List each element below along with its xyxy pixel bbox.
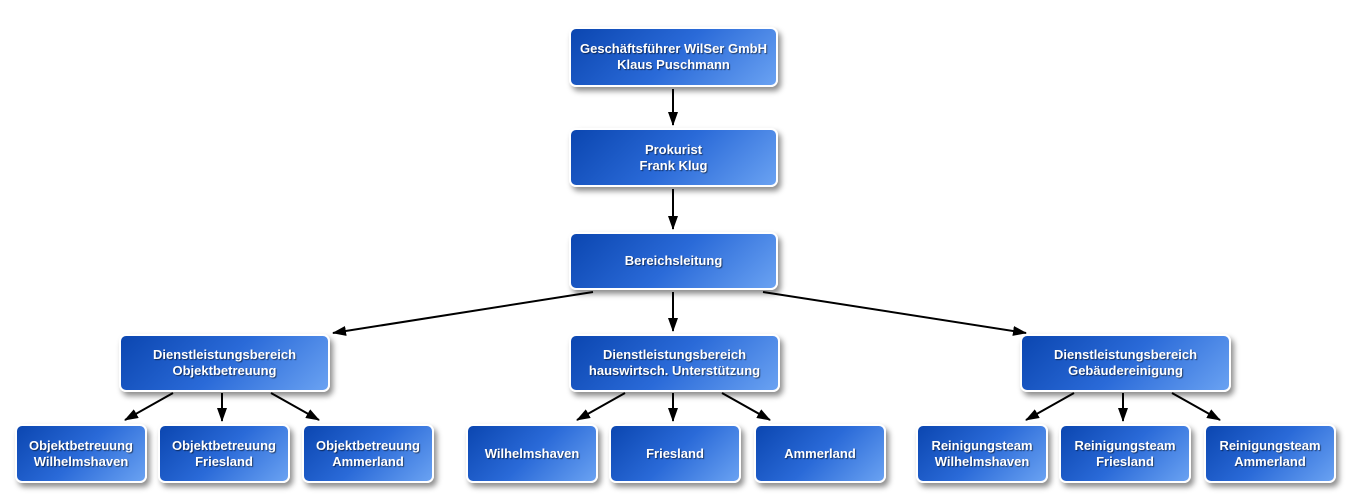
node-prokurist-title: Prokurist — [644, 141, 703, 157]
connector-gebaeude-wilhelmshaven — [1025, 392, 1075, 421]
node-rt-wilhelmshaven-line1: Reinigungsteam — [931, 437, 1033, 453]
connector-gebaeude-ammerland — [1171, 392, 1221, 421]
node-bereichsleitung[interactable]: Bereichsleitung — [569, 232, 778, 290]
node-dl-gebaeudereinigung[interactable]: Dienstleistungsbereich Gebäudereinigung — [1020, 334, 1231, 392]
connector-objekt-wilhelmshaven — [124, 392, 174, 421]
node-dl-hauswirtschaft-line2: hauswirtsch. Unterstützung — [588, 363, 761, 378]
node-ceo[interactable]: Geschäftsführer WilSer GmbH Klaus Puschm… — [569, 27, 778, 87]
node-hw-friesland-line1: Friesland — [646, 445, 704, 461]
node-rt-wilhelmshaven-line2: Wilhelmshaven — [934, 453, 1030, 469]
node-rt-friesland[interactable]: Reinigungsteam Friesland — [1059, 424, 1191, 483]
node-rt-ammerland[interactable]: Reinigungsteam Ammerland — [1204, 424, 1336, 483]
node-dl-hauswirtschaft-line1: Dienstleistungsbereich — [602, 347, 747, 362]
node-ob-friesland[interactable]: Objektbetreuung Friesland — [158, 424, 290, 483]
node-rt-ammerland-line1: Reinigungsteam — [1219, 437, 1321, 453]
node-hw-ammerland-line1: Ammerland — [784, 445, 856, 461]
node-hw-wilhelmshaven[interactable]: Wilhelmshaven — [466, 424, 598, 483]
node-ob-ammerland[interactable]: Objektbetreuung Ammerland — [302, 424, 434, 483]
node-rt-wilhelmshaven[interactable]: Reinigungsteam Wilhelmshaven — [916, 424, 1048, 483]
node-hw-friesland[interactable]: Friesland — [609, 424, 741, 483]
node-ob-wilhelmshaven[interactable]: Objektbetreuung Wilhelmshaven — [15, 424, 147, 483]
node-dl-objektbetreuung-line1: Dienstleistungsbereich — [152, 347, 297, 362]
node-hw-ammerland[interactable]: Ammerland — [754, 424, 886, 483]
node-dl-objektbetreuung-line2: Objektbetreuung — [172, 363, 277, 378]
node-ob-ammerland-line1: Objektbetreuung — [315, 437, 420, 453]
node-prokurist[interactable]: Prokurist Frank Klug — [569, 128, 778, 187]
node-hw-wilhelmshaven-line1: Wilhelmshaven — [484, 445, 580, 461]
node-dl-objektbetreuung[interactable]: Dienstleistungsbereich Objektbetreuung — [119, 334, 330, 392]
node-dl-hauswirtschaft[interactable]: Dienstleistungsbereich hauswirtsch. Unte… — [569, 334, 780, 392]
connector-bereichsleitung-objekt — [332, 291, 594, 336]
connector-objekt-ammerland — [270, 392, 320, 421]
node-dl-gebaeudereinigung-line1: Dienstleistungsbereich — [1053, 347, 1198, 362]
connector-hauswirt-ammerland — [721, 392, 771, 421]
connector-hauswirt-wilhelmshaven — [576, 392, 626, 421]
node-rt-friesland-line1: Reinigungsteam — [1074, 437, 1176, 453]
node-ceo-title: Geschäftsführer WilSer GmbH — [580, 41, 767, 56]
node-ob-friesland-line2: Friesland — [195, 453, 253, 469]
node-prokurist-name: Frank Klug — [639, 157, 708, 173]
node-bereichsleitung-title: Bereichsleitung — [624, 253, 723, 268]
node-ceo-name: Klaus Puschmann — [617, 57, 730, 72]
node-ob-wilhelmshaven-line1: Objektbetreuung — [28, 437, 133, 453]
node-ob-ammerland-line2: Ammerland — [332, 453, 404, 469]
node-ob-friesland-line1: Objektbetreuung — [171, 437, 276, 453]
node-dl-gebaeudereinigung-line2: Gebäudereinigung — [1068, 363, 1183, 378]
connector-bereichsleitung-gebaeude — [762, 291, 1027, 336]
node-rt-ammerland-line2: Ammerland — [1234, 453, 1306, 469]
node-ob-wilhelmshaven-line2: Wilhelmshaven — [33, 453, 129, 469]
node-rt-friesland-line2: Friesland — [1096, 453, 1154, 469]
